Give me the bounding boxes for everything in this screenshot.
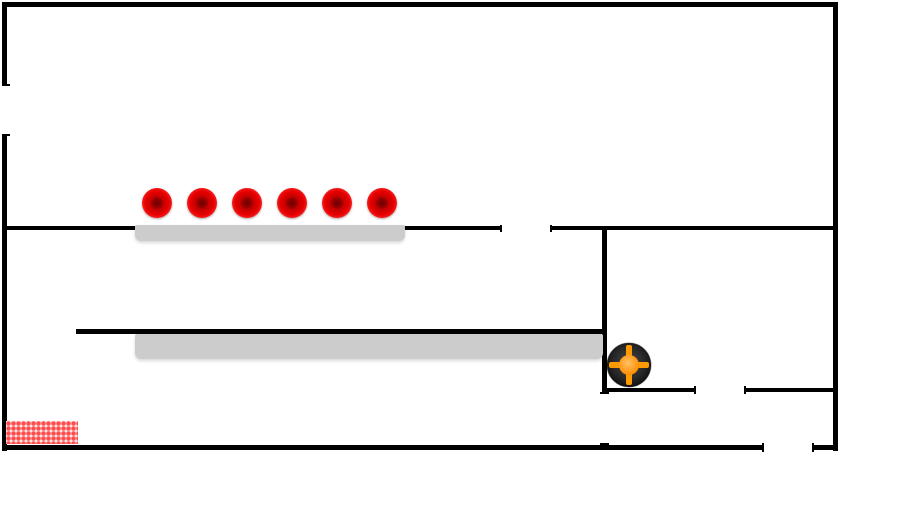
player-ball-icon[interactable] [606, 342, 652, 388]
red-ball[interactable] [232, 188, 262, 218]
wall-tick [600, 392, 609, 394]
wall-lower-right-a [602, 388, 696, 392]
wall-tick [500, 225, 502, 232]
lower-platform [135, 334, 603, 359]
goal-zone-dot-grid-icon [6, 421, 78, 444]
wall-left-lower [2, 135, 7, 451]
wall-bottom-right [812, 445, 838, 450]
wall-tick [600, 443, 609, 445]
wall-mid-right [550, 226, 838, 230]
wall-tick [550, 225, 552, 232]
wall-inner-ledge [76, 329, 607, 334]
red-ball[interactable] [277, 188, 307, 218]
upper-platform [135, 225, 405, 241]
wall-tick [2, 134, 10, 136]
red-ball[interactable] [142, 188, 172, 218]
red-ball[interactable] [322, 188, 352, 218]
wall-inner-vertical [602, 226, 607, 394]
wall-bottom-left [2, 445, 764, 450]
wall-top [2, 2, 838, 7]
wall-tick [2, 84, 10, 86]
wall-tick [694, 386, 696, 394]
wall-lower-right-b [744, 388, 838, 392]
wall-left-upper [2, 2, 7, 86]
wall-tick [762, 443, 764, 452]
wall-tick [744, 386, 746, 394]
wall-tick [812, 443, 814, 452]
red-ball[interactable] [367, 188, 397, 218]
red-ball[interactable] [187, 188, 217, 218]
